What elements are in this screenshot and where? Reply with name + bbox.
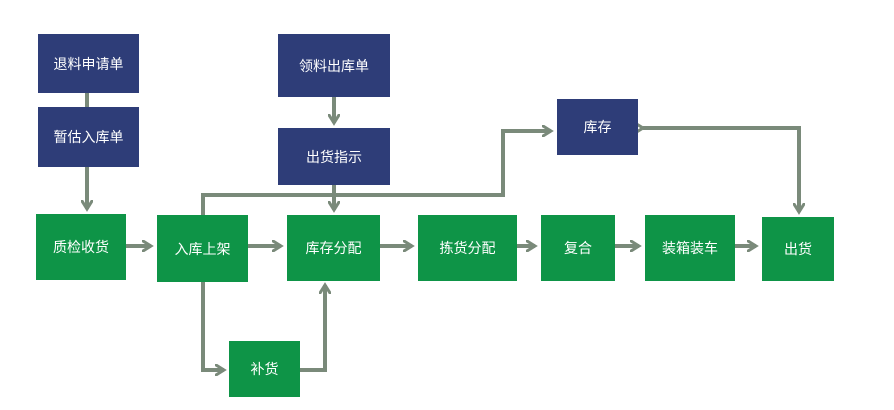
node-replenish: 补货: [229, 341, 300, 397]
node-qc-receive: 质检收货: [36, 214, 126, 280]
node-pick-out: 领料出库单: [278, 34, 390, 97]
node-pick-allocate: 拣货分配: [418, 215, 517, 281]
arrow-replenish-to-inventory-allocate: [300, 285, 325, 372]
node-inventory: 库存: [557, 99, 638, 155]
node-pack-load: 装箱装车: [645, 215, 735, 281]
node-ship-instruction: 出货指示: [278, 128, 390, 185]
node-inventory-allocate: 库存分配: [287, 215, 380, 281]
arrow-inventory-ship-bidirectional: [643, 128, 799, 212]
node-recheck: 复合: [541, 215, 615, 281]
node-ship: 出货: [762, 217, 834, 281]
arrow-putaway-to-inventory: [201, 131, 551, 215]
node-return-request: 退料申请单: [38, 34, 139, 93]
node-putaway: 入库上架: [157, 215, 248, 282]
node-temp-receipt: 暂估入库单: [38, 107, 139, 167]
arrow-putaway-to-replenish: [201, 282, 224, 370]
